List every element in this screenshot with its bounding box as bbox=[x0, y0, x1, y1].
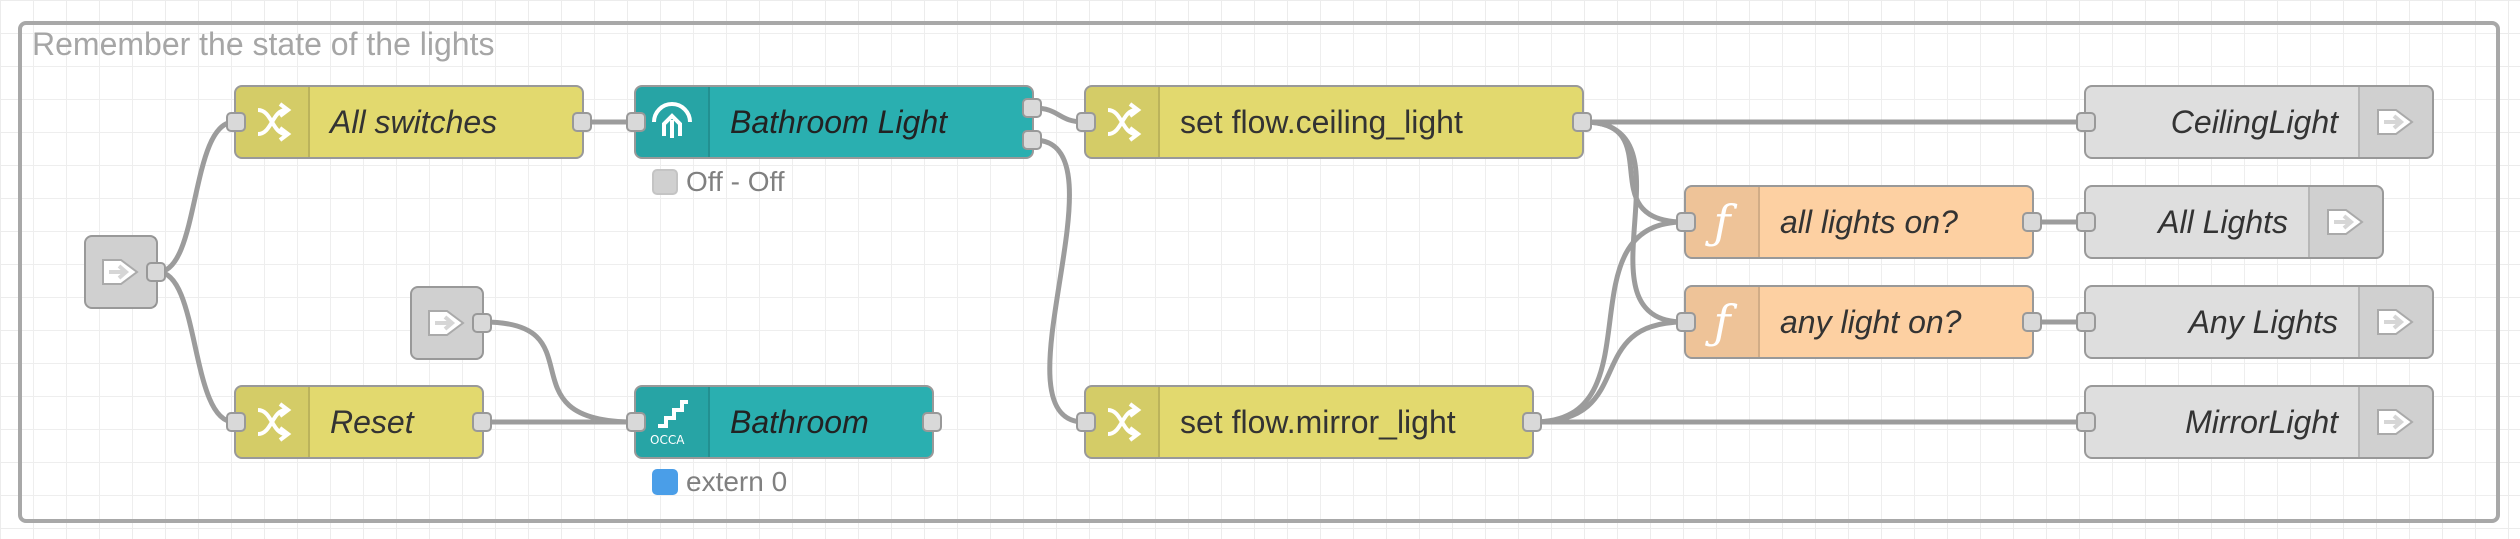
node-label: set flow.ceiling_light bbox=[1180, 103, 1463, 140]
function-node-any-light-on[interactable]: ƒ any light on? bbox=[1676, 285, 2042, 359]
node-label: any light on? bbox=[1780, 303, 1962, 340]
link-out-icon bbox=[2358, 387, 2432, 457]
change-node-all-switches[interactable]: All switches bbox=[226, 85, 592, 159]
link-out-node-ceiling-light[interactable]: CeilingLight bbox=[2076, 85, 2434, 159]
input-port[interactable] bbox=[1076, 412, 1096, 432]
input-port[interactable] bbox=[226, 412, 246, 432]
link-in-icon bbox=[86, 237, 156, 307]
shuffle-icon bbox=[1086, 387, 1160, 457]
shuffle-icon bbox=[1086, 87, 1160, 157]
wire-setceiling-anylight bbox=[1581, 119, 1687, 325]
change-node-set-ceiling-light[interactable]: set flow.ceiling_light bbox=[1076, 85, 1592, 159]
wire-linkin-allswitches bbox=[155, 119, 237, 275]
input-port[interactable] bbox=[226, 112, 246, 132]
occa-stairs-icon: OCCA bbox=[636, 387, 710, 457]
status-indicator bbox=[652, 469, 678, 495]
status-bathroom-light: Off - Off bbox=[652, 166, 785, 198]
input-port[interactable] bbox=[2076, 312, 2096, 332]
output-port-1[interactable] bbox=[1022, 98, 1042, 118]
input-port[interactable] bbox=[2076, 412, 2096, 432]
input-port[interactable] bbox=[2076, 212, 2096, 232]
wire-setmirror-alllights bbox=[1531, 219, 1687, 425]
output-port[interactable] bbox=[472, 412, 492, 432]
output-port[interactable] bbox=[1522, 412, 1542, 432]
wire-bathroomlight-setmirror bbox=[1031, 137, 1087, 425]
change-node-reset[interactable]: Reset bbox=[226, 385, 492, 459]
output-port-2[interactable] bbox=[1022, 130, 1042, 150]
output-port[interactable] bbox=[1572, 112, 1592, 132]
wire-linkin-reset bbox=[155, 269, 237, 425]
status-text: extern 0 bbox=[686, 466, 788, 497]
node-label: set flow.mirror_light bbox=[1180, 403, 1456, 440]
output-port[interactable] bbox=[2022, 312, 2042, 332]
wire-setmirror-anylight bbox=[1531, 319, 1687, 425]
node-label: Reset bbox=[330, 403, 414, 440]
input-port[interactable] bbox=[2076, 112, 2096, 132]
node-label: CeilingLight bbox=[2170, 103, 2338, 140]
node-label: all lights on? bbox=[1780, 203, 1958, 240]
function-node-all-lights-on[interactable]: ƒ all lights on? bbox=[1676, 185, 2042, 259]
shuffle-icon bbox=[236, 87, 310, 157]
input-port[interactable] bbox=[1676, 312, 1696, 332]
link-out-node-any-lights[interactable]: Any Lights bbox=[2076, 285, 2434, 359]
function-icon: ƒ bbox=[1686, 187, 1760, 257]
link-in-node-main[interactable] bbox=[84, 235, 166, 309]
status-bathroom: extern 0 bbox=[652, 466, 787, 498]
group-label: Remember the state of the lights bbox=[32, 26, 495, 62]
link-in-node-secondary[interactable] bbox=[410, 286, 492, 360]
link-out-icon bbox=[2308, 187, 2382, 257]
function-icon: ƒ bbox=[1686, 287, 1760, 357]
output-port[interactable] bbox=[472, 313, 492, 333]
status-indicator bbox=[652, 169, 678, 195]
node-label: All switches bbox=[330, 103, 498, 140]
output-port[interactable] bbox=[922, 412, 942, 432]
status-text: Off - Off bbox=[686, 166, 785, 197]
input-port[interactable] bbox=[626, 412, 646, 432]
node-label: MirrorLight bbox=[2185, 403, 2338, 440]
node-label: All Lights bbox=[2158, 203, 2288, 240]
node-label: Bathroom bbox=[730, 403, 869, 440]
link-out-node-mirror-light[interactable]: MirrorLight bbox=[2076, 385, 2434, 459]
link-out-icon bbox=[2358, 287, 2432, 357]
output-port[interactable] bbox=[572, 112, 592, 132]
node-label: Any Lights bbox=[2188, 303, 2338, 340]
output-port[interactable] bbox=[146, 262, 166, 282]
node-label: Bathroom Light bbox=[730, 103, 948, 140]
link-in-icon bbox=[412, 288, 482, 358]
light-dome-icon bbox=[636, 87, 710, 157]
input-port[interactable] bbox=[1676, 212, 1696, 232]
change-node-set-mirror-light[interactable]: set flow.mirror_light bbox=[1076, 385, 1542, 459]
link-out-node-all-lights[interactable]: All Lights bbox=[2076, 185, 2384, 259]
link-out-icon bbox=[2358, 87, 2432, 157]
output-port[interactable] bbox=[2022, 212, 2042, 232]
svg-text:OCCA: OCCA bbox=[650, 433, 685, 447]
input-port[interactable] bbox=[1076, 112, 1096, 132]
input-port[interactable] bbox=[626, 112, 646, 132]
shuffle-icon bbox=[236, 387, 310, 457]
device-node-bathroom-light[interactable]: Bathroom Light bbox=[626, 85, 1042, 159]
device-node-bathroom[interactable]: OCCA Bathroom bbox=[626, 385, 942, 459]
wire-linkinsmall-bathroom bbox=[481, 319, 637, 425]
